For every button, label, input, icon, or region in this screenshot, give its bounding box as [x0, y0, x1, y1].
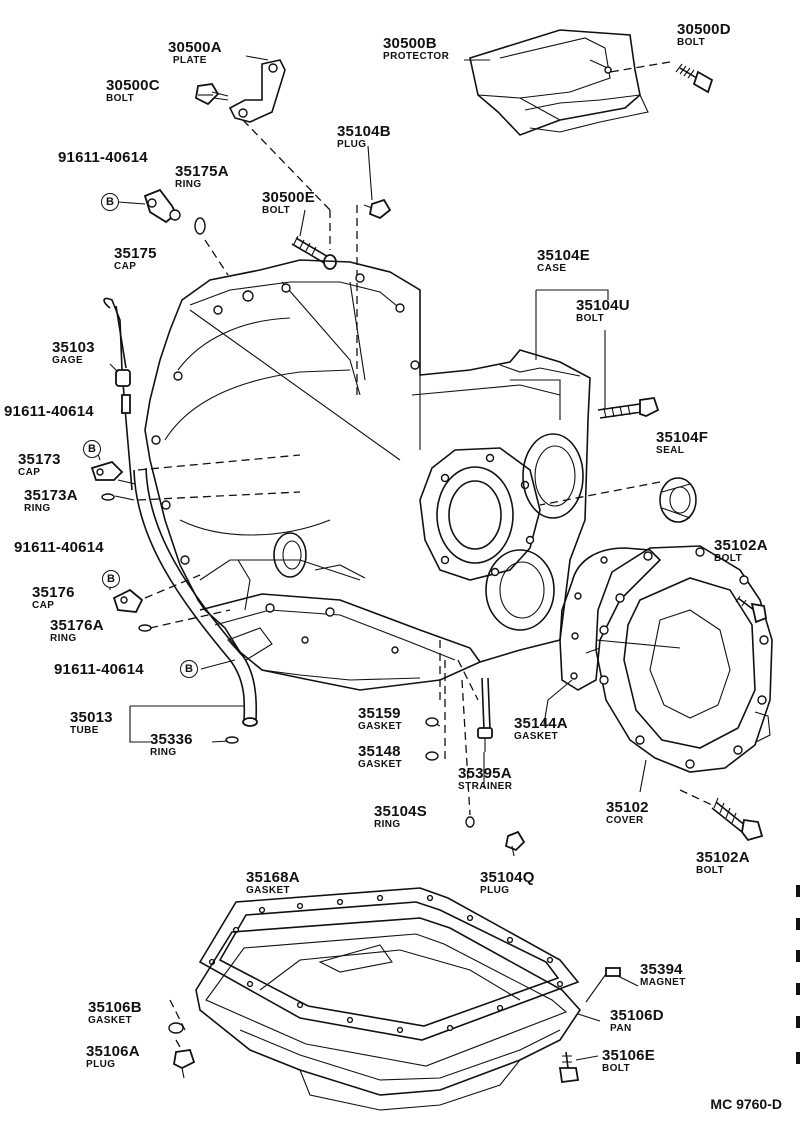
- transaxle-case-drawing: [144, 259, 591, 691]
- cap-35176-drawing: [112, 588, 144, 613]
- label-91611-c: 91611-40614: [14, 539, 104, 556]
- cover-35102-drawing: [595, 545, 773, 773]
- seal-35104F-drawing: [659, 477, 697, 523]
- gage-35103-drawing: [103, 297, 133, 491]
- bolt-35102A-upper-drawing: [735, 595, 768, 624]
- bolt-30500D-drawing: [675, 63, 714, 94]
- bolt-35102A-lower-drawing: [711, 797, 764, 842]
- gasket-35168A-drawing: [198, 887, 580, 1041]
- ring-35173A-drawing: [101, 493, 115, 501]
- ring-35175A-drawing: [194, 217, 206, 235]
- cap-35173-drawing: [90, 460, 124, 481]
- gasket-35106B-drawing: [168, 1022, 184, 1034]
- ring-35176A-drawing: [138, 624, 152, 632]
- plug-35104Q-drawing: [504, 830, 526, 857]
- plate-30500A-drawing: [228, 59, 286, 123]
- cap-35175-drawing: [143, 188, 181, 224]
- leader-lines: [109, 55, 681, 1061]
- magnet-35394-drawing: [605, 967, 621, 977]
- bolt-30500C-drawing: [195, 83, 229, 106]
- bolt-35106E-drawing: [558, 1051, 580, 1084]
- bolt-b-mark: B: [101, 193, 119, 211]
- protector-drawing: [469, 29, 649, 136]
- ring-35104S-drawing: [465, 816, 475, 828]
- plug-35104B-drawing: [363, 198, 392, 220]
- label-91611-b: 91611-40614: [4, 403, 94, 420]
- tube-35013-drawing: [133, 467, 273, 727]
- strainer-35395A-drawing: [477, 677, 493, 752]
- plug-35106A-drawing: [173, 1049, 196, 1079]
- bolt-b-mark: B: [180, 660, 198, 678]
- gasket-35159-drawing: [425, 717, 439, 727]
- bolt-b-mark: B: [102, 570, 120, 588]
- bolt-b-mark: B: [83, 440, 101, 458]
- gasket-35144A-drawing: [559, 547, 662, 691]
- label-91611-d: 91611-40614: [54, 661, 144, 678]
- margin-marks: [796, 885, 800, 1064]
- ring-35336-drawing: [225, 736, 239, 744]
- label-91611-a: 91611-40614: [58, 149, 148, 166]
- gasket-35148-drawing: [425, 751, 439, 761]
- diagram-reference-code: MC 9760-D: [710, 1096, 782, 1112]
- pan-35106D-drawing: [195, 917, 621, 1111]
- bolt-35104U-drawing: [597, 397, 660, 419]
